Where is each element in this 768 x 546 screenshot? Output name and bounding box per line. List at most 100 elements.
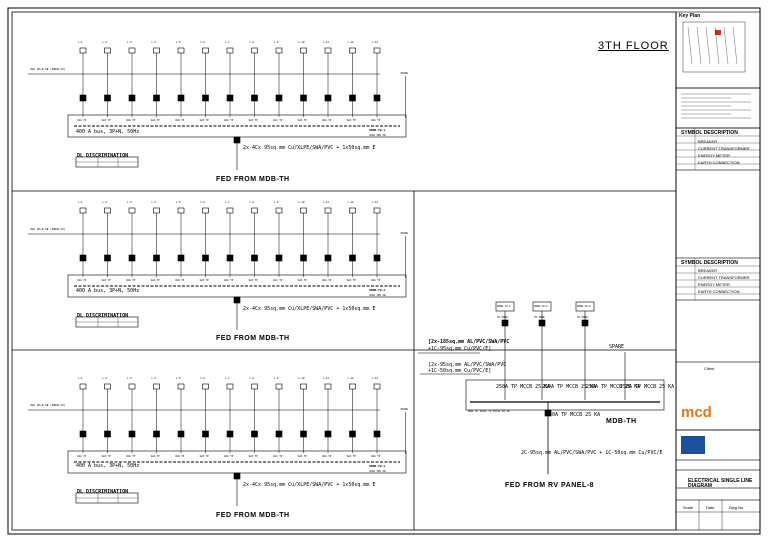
drawing-title: ELECTRICAL SINGLE LINE DIAGRAM xyxy=(688,478,753,489)
panel1-load-table: DL DISCRIMINATION xyxy=(77,153,129,159)
load-symbol xyxy=(275,207,283,214)
circuit-ref: L-7 xyxy=(225,377,230,380)
legend-block xyxy=(675,127,761,171)
mdb-cable-bottom: 2C-95sq.mm AL/PVC/SWA/PVC + 1C-50sq.mm C… xyxy=(521,450,663,456)
panel-rating: 400A 3PH 4W xyxy=(369,134,386,137)
load-symbol xyxy=(324,383,332,390)
breaker-rating: 32A TP xyxy=(102,279,112,282)
floor-title: 3TH FLOOR xyxy=(598,40,669,52)
circuit-ref: L-2 xyxy=(103,41,108,44)
breaker-symbol xyxy=(251,430,258,438)
spare-text: SPARE xyxy=(401,72,409,75)
circuit-ref: L-3 xyxy=(127,41,132,44)
load-symbol xyxy=(226,383,234,390)
breaker-rating: 32A TP xyxy=(102,119,112,122)
circuit-ref: L-3 xyxy=(127,377,132,380)
legend2-row-4: EARTH CONNECTION xyxy=(698,289,740,294)
key-plan-grid xyxy=(723,26,729,65)
breaker-rating: 32A TP xyxy=(224,455,234,458)
load-symbol xyxy=(128,383,136,390)
dwg-label: Dwg No. xyxy=(729,505,745,510)
load-symbol xyxy=(251,383,258,390)
breaker-rating: 32A TP xyxy=(200,279,210,282)
mdb-incomer-breaker xyxy=(544,409,552,417)
logo-block xyxy=(675,429,761,461)
breaker-rating: 32A TP xyxy=(347,279,357,282)
client-label: Client xyxy=(704,366,715,371)
breaker-symbol xyxy=(153,430,160,438)
load-symbol xyxy=(324,207,332,214)
circuit-ref: L-4 xyxy=(152,41,157,44)
load-symbol xyxy=(275,383,283,390)
feeder-tag: SMDB-TH-1 xyxy=(497,305,511,308)
breaker-symbol xyxy=(300,254,307,262)
breaker-symbol xyxy=(128,94,136,102)
circuit-ref: L-1 xyxy=(78,41,83,44)
breaker-symbol xyxy=(251,94,258,102)
breaker-symbol xyxy=(324,254,332,262)
load-symbol xyxy=(300,47,307,54)
breaker-rating: 32A TP xyxy=(273,119,283,122)
incomer-breaker xyxy=(233,472,241,480)
panel3-bus-note: 400 A bus, 3P+N, 50Hz xyxy=(76,463,140,469)
breaker-symbol xyxy=(177,94,185,102)
key-plan-title: Key Plan xyxy=(679,13,701,19)
breaker-rating: 32A TP xyxy=(175,279,185,282)
load-symbol xyxy=(251,207,258,214)
key-plan-grid xyxy=(714,26,720,65)
mdb-incomer: 250A TP MCCB 25 KA xyxy=(546,412,601,418)
breaker-rating: 32A TP xyxy=(126,119,136,122)
load-symbol xyxy=(104,383,111,390)
circuit-ref: L-9 xyxy=(274,201,279,204)
breaker-rating: 32A TP xyxy=(126,279,136,282)
breaker-rating: 32A TP xyxy=(273,279,283,282)
load-symbol xyxy=(202,47,209,54)
breaker-symbol xyxy=(251,254,258,262)
legend-row-2: CURRENT TRANSFORMER xyxy=(698,146,750,151)
load-symbol xyxy=(153,383,160,390)
mdb-cable-top-1: [2x-185sq.mm AL/PVC/SWA/PVC xyxy=(428,339,510,345)
load-symbol xyxy=(349,207,356,214)
circuit-ref: L-11 xyxy=(323,377,330,380)
circuit-ref: L-6 xyxy=(201,41,206,44)
panel2-cable-note: 2x-4Cx 95sq.mm Cu/XLPE/SWA/PVC + 1x50sq.… xyxy=(243,306,376,312)
circuit-ref: L-2 xyxy=(103,201,108,204)
circuit-ref: L-10 xyxy=(299,201,306,204)
breaker-rating: 32A TP xyxy=(175,455,185,458)
breaker-symbol xyxy=(226,94,234,102)
circuit-ref: L-11 xyxy=(323,41,330,44)
breaker-rating: 32A TP xyxy=(249,279,259,282)
circuit-ref: L-1 xyxy=(78,201,83,204)
panel3-load-table: DL DISCRIMINATION xyxy=(77,489,129,495)
breaker-rating: 32A TP xyxy=(298,455,308,458)
breaker-symbol xyxy=(349,430,356,438)
breaker-symbol xyxy=(128,430,136,438)
breaker-symbol xyxy=(104,94,111,102)
circuit-ref: L-10 xyxy=(299,41,306,44)
load-symbol xyxy=(79,47,87,54)
incomer-breaker xyxy=(233,296,241,304)
breaker-rating: 32A TP xyxy=(151,119,161,122)
circuit-ref: L-10 xyxy=(299,377,306,380)
breaker-symbol xyxy=(202,94,209,102)
key-plan-frame xyxy=(675,11,761,89)
mdb-breaker-1: 250A TP MCCB 25 KA xyxy=(496,384,551,390)
load-symbol xyxy=(251,47,258,54)
load-symbol xyxy=(153,207,160,214)
panel-tag: SMDB-TH-3 xyxy=(369,465,385,468)
incomer-breaker xyxy=(233,136,241,144)
load-symbol xyxy=(177,207,185,214)
breaker-symbol xyxy=(79,430,87,438)
breaker-symbol xyxy=(349,94,356,102)
breaker-rating: 32A TP xyxy=(371,119,381,122)
circuit-ref: L-6 xyxy=(201,201,206,204)
panel-ref-text: 60A 3P+N DB (SMDB-TH) xyxy=(30,227,66,231)
breaker-rating: 32A TP xyxy=(298,119,308,122)
breaker-symbol xyxy=(275,94,283,102)
circuit-ref: L-12 xyxy=(348,377,355,380)
breaker-symbol xyxy=(202,254,209,262)
feeder-to: TO SMDB xyxy=(534,316,545,319)
breaker-rating: 32A TP xyxy=(224,119,234,122)
legend-header: SYMBOL DESCRIPTION xyxy=(681,130,738,136)
